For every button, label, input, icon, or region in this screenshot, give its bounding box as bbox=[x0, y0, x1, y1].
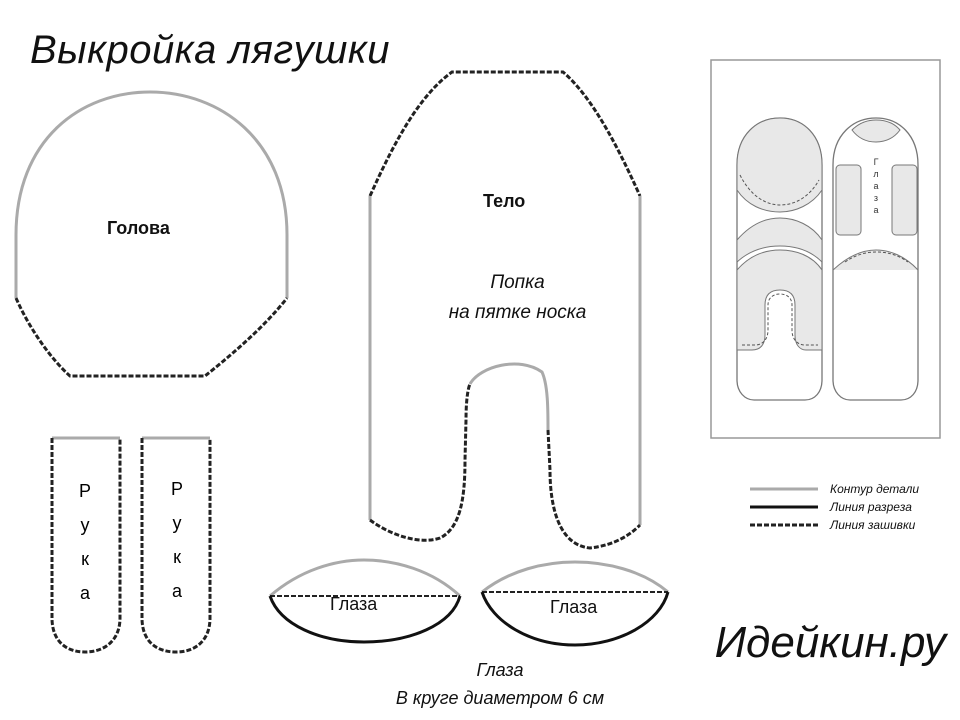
head-seam bbox=[14, 297, 289, 378]
body-outline bbox=[368, 196, 642, 525]
arm-left-letter: у bbox=[80, 515, 90, 535]
arm-left-letter: а bbox=[79, 583, 90, 603]
body-label: Тело bbox=[483, 191, 526, 211]
legend-contour-label: Контур детали bbox=[830, 482, 920, 496]
page-title: Выкройка лягушки bbox=[30, 28, 390, 72]
bottom-note-line2: на пятке носка bbox=[448, 302, 587, 323]
arm-right-letter: к bbox=[173, 547, 181, 567]
eyes-note: Глаза В круге диаметром 6 см bbox=[350, 656, 650, 712]
arm-right-seam bbox=[140, 438, 212, 654]
legend-cut-label: Линия разреза bbox=[830, 500, 912, 514]
head-outline bbox=[14, 90, 289, 298]
arm-right-letter: Р bbox=[170, 479, 183, 499]
sock-right bbox=[832, 117, 919, 401]
layout-eye-letter: л bbox=[873, 169, 879, 179]
body-leg-seam bbox=[369, 383, 642, 550]
eye-left-top bbox=[269, 558, 462, 598]
eyes-note-line1: Глаза bbox=[476, 660, 524, 680]
eye-right-bottom bbox=[480, 591, 670, 647]
sock-left bbox=[736, 117, 823, 401]
brand-name: Идейкин.ру bbox=[714, 618, 946, 667]
body-top-seam bbox=[368, 70, 642, 197]
layout-eye-letter: Г bbox=[873, 157, 879, 167]
arm-right-letter: у bbox=[172, 513, 182, 533]
eye-right-label: Глаза bbox=[550, 597, 598, 617]
layout-eye-letter: а bbox=[873, 181, 879, 191]
legend-seam-label: Линия зашивки bbox=[830, 518, 916, 532]
eye-left-bottom bbox=[268, 595, 462, 644]
arm-right-letter: а bbox=[171, 581, 182, 601]
layout-eye-letter: з bbox=[873, 193, 879, 203]
arm-right-label: Р у к а bbox=[167, 472, 187, 608]
eye-right-top bbox=[481, 560, 669, 594]
arm-left-seam bbox=[50, 438, 122, 654]
arm-left-letter: к bbox=[81, 549, 89, 569]
eye-left-label: Глаза bbox=[330, 594, 378, 614]
bottom-note-line1: Попка bbox=[490, 272, 545, 293]
arm-left-label: Р у к а bbox=[75, 474, 95, 610]
layout-eye-letter: а bbox=[873, 205, 879, 215]
bottom-note: Попка на пятке носка bbox=[430, 268, 605, 328]
eyes-note-line2: В круге диаметром 6 см bbox=[395, 688, 605, 708]
arm-left-letter: Р bbox=[78, 481, 91, 501]
head-label: Голова bbox=[107, 218, 170, 238]
layout-eye-label: Г л а з а bbox=[871, 156, 881, 216]
